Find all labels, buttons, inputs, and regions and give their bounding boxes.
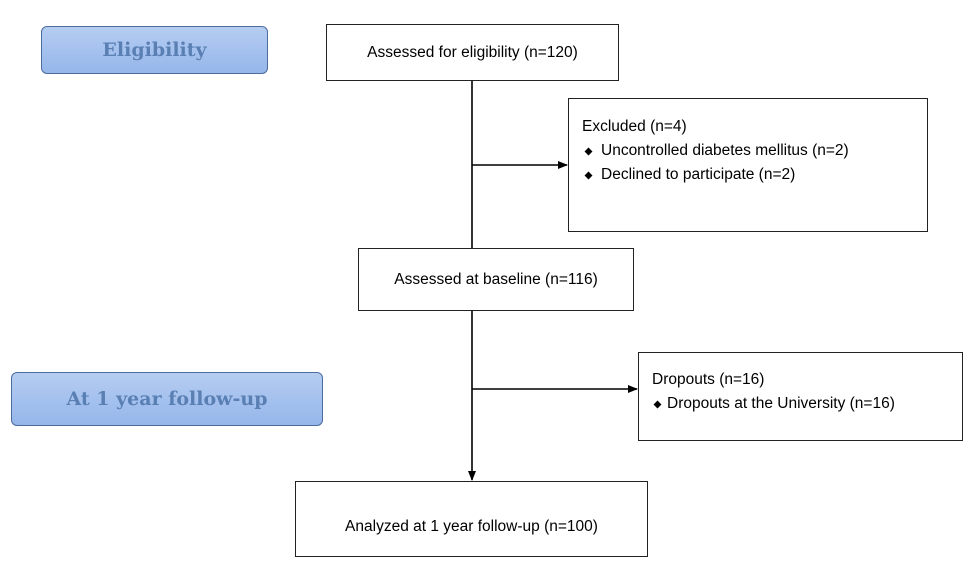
diamond-bullet-icon (584, 147, 593, 155)
excluded-reason-text: Uncontrolled diabetes mellitus (n=2) (601, 142, 849, 159)
box-dropouts-title: Dropouts (n=16) (652, 371, 765, 388)
diamond-bullet-icon (584, 171, 593, 179)
stage-label-followup: At 1 year follow-up (11, 372, 323, 426)
dropout-reason-text: Dropouts at the University (n=16) (667, 395, 895, 412)
box-dropouts: Dropouts (n=16) Dropouts at the Universi… (638, 352, 963, 441)
box-assessed-eligibility-text: Assessed for eligibility (n=120) (367, 43, 578, 61)
stage-label-eligibility-text: Eligibility (102, 39, 207, 61)
box-assessed-eligibility: Assessed for eligibility (n=120) (326, 24, 619, 81)
box-assessed-baseline: Assessed at baseline (n=116) (358, 248, 634, 311)
box-analyzed-text: Analyzed at 1 year follow-up (n=100) (345, 518, 598, 535)
stage-label-followup-text: At 1 year follow-up (66, 388, 268, 410)
box-excluded: Excluded (n=4) Uncontrolled diabetes mel… (568, 98, 928, 232)
box-assessed-baseline-text: Assessed at baseline (n=116) (394, 270, 598, 288)
box-excluded-title: Excluded (n=4) (582, 118, 687, 135)
stage-label-eligibility: Eligibility (41, 26, 268, 74)
excluded-reason-text: Declined to participate (n=2) (601, 166, 796, 183)
diamond-bullet-icon (653, 400, 662, 408)
list-item: Dropouts at the University (n=16) (652, 392, 962, 416)
dropout-reasons-list: Dropouts at the University (n=16) (652, 392, 962, 416)
box-analyzed: Analyzed at 1 year follow-up (n=100) (295, 481, 648, 557)
excluded-reasons-list: Uncontrolled diabetes mellitus (n=2) Dec… (582, 139, 927, 187)
list-item: Uncontrolled diabetes mellitus (n=2) (582, 139, 927, 163)
list-item: Declined to participate (n=2) (582, 163, 927, 187)
